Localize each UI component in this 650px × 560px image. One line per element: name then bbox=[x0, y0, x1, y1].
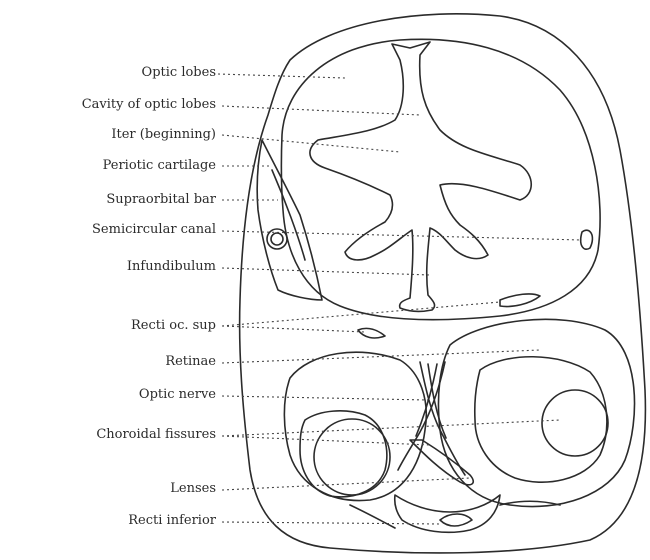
left-eye-outer bbox=[284, 352, 426, 500]
label-recti-inferior: Recti inferior bbox=[128, 514, 216, 527]
leader-cavity bbox=[222, 106, 420, 115]
periotic-cartilage bbox=[257, 140, 322, 300]
label-optic-lobes: Optic lobes bbox=[142, 66, 216, 79]
leader-choroidal-b bbox=[222, 420, 560, 436]
leader-infundibulum bbox=[222, 268, 430, 275]
semicircular-canal-right bbox=[581, 230, 593, 249]
label-infundibulum: Infundibulum bbox=[127, 260, 216, 273]
label-retinae: Retinae bbox=[165, 355, 216, 368]
leader-retinae bbox=[222, 350, 540, 363]
cavity-shape bbox=[310, 42, 531, 311]
label-lenses: Lenses bbox=[170, 482, 216, 495]
leader-choroidal bbox=[222, 436, 430, 445]
leader-recti-sup-b bbox=[222, 326, 365, 332]
head-outline bbox=[240, 14, 646, 553]
label-semicircular-canal: Semicircular canal bbox=[92, 223, 216, 236]
leader-optic-nerve bbox=[222, 396, 428, 400]
right-lens bbox=[542, 390, 608, 456]
optic-lobes-outline bbox=[281, 39, 600, 319]
leader-lenses bbox=[222, 478, 470, 490]
label-recti-superior: Recti oc. sup bbox=[131, 319, 216, 332]
label-choroidal-fissures: Choroidal fissures bbox=[96, 428, 216, 441]
recti-inferior-structure bbox=[395, 495, 500, 532]
choroidal-fissure bbox=[410, 440, 473, 485]
leader-recti-sup-a bbox=[222, 302, 500, 326]
label-cavity-optic-lobes: Cavity of optic lobes bbox=[82, 98, 216, 111]
label-supraorbital-bar: Supraorbital bar bbox=[106, 193, 216, 206]
recti-superior-bar bbox=[500, 294, 540, 307]
label-iter: Iter (beginning) bbox=[111, 128, 216, 141]
label-periotic-cartilage: Periotic cartilage bbox=[103, 159, 216, 172]
right-eye-retina bbox=[475, 357, 607, 482]
label-optic-nerve: Optic nerve bbox=[139, 388, 216, 401]
